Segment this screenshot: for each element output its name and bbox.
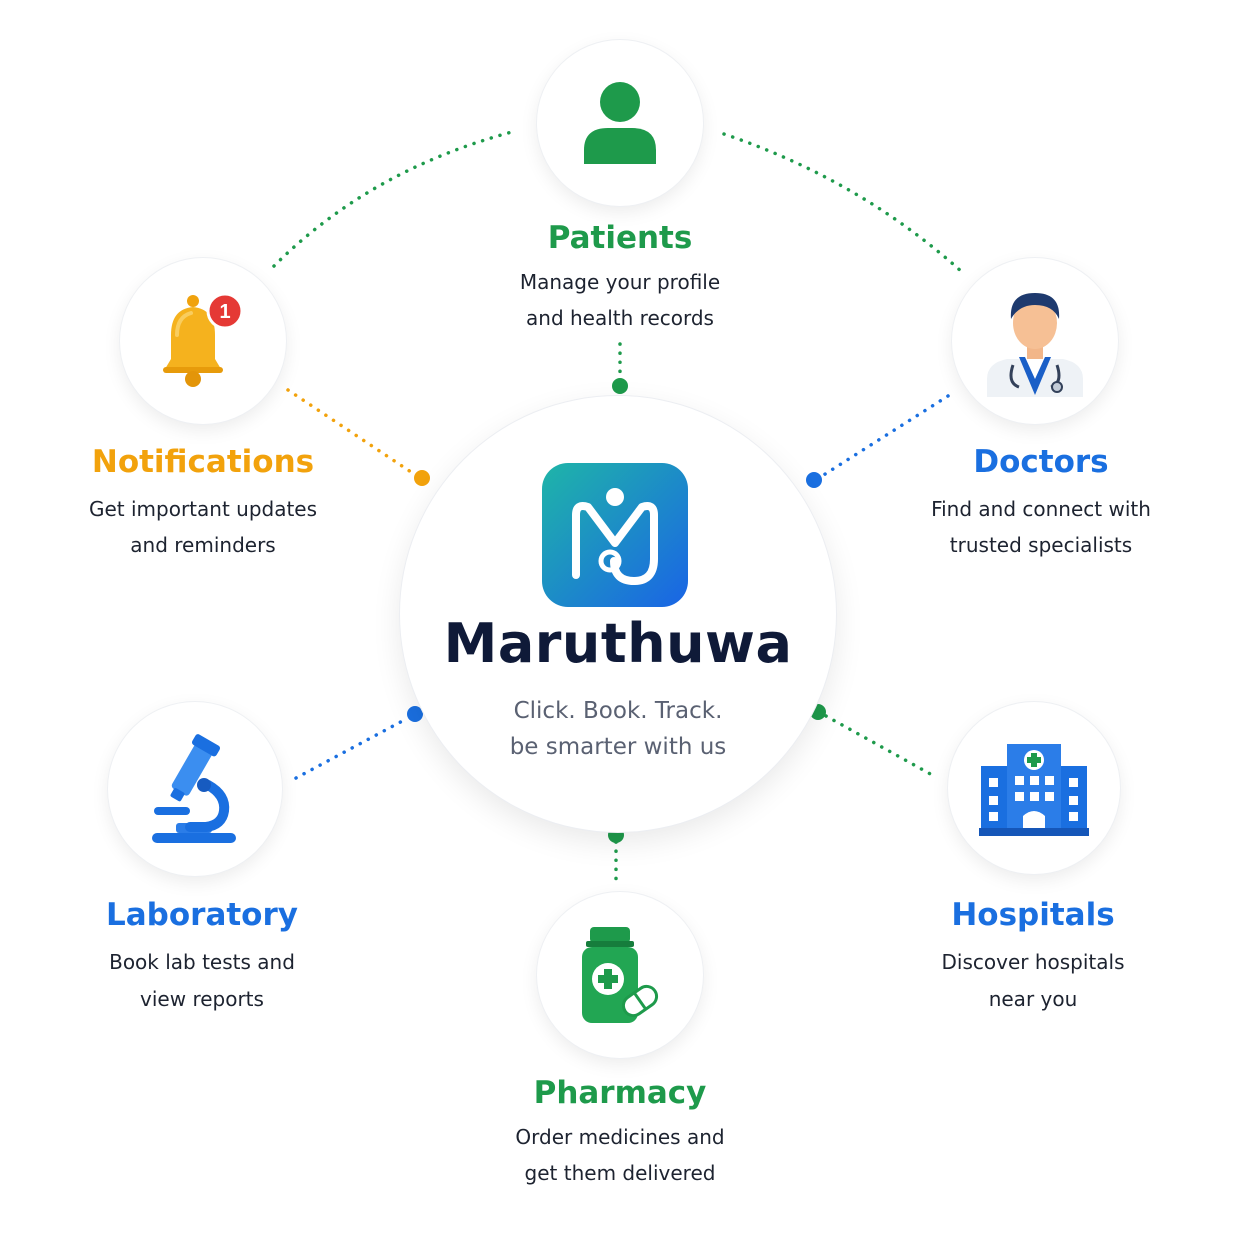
- notifications-title: Notifications: [91, 444, 315, 480]
- pharmacy-desc-line-1: Order medicines and: [515, 1125, 725, 1149]
- doctors-desc-line-1: Find and connect with: [931, 497, 1151, 521]
- doctors-desc-line-2: trusted specialists: [949, 533, 1133, 557]
- pharmacy-title: Pharmacy: [533, 1075, 707, 1111]
- notifications-desc-line-1: Get important updates: [88, 497, 318, 521]
- notification-badge-count: 1: [219, 301, 230, 323]
- hospitals-icon-circle[interactable]: [948, 702, 1120, 874]
- connector-dot-laboratory: [407, 706, 423, 722]
- laboratory-icon-circle[interactable]: [108, 702, 282, 876]
- connector-laboratory: [294, 716, 410, 780]
- connector-dot-patients: [612, 378, 628, 394]
- maruthuwa-logo-icon: [542, 463, 688, 607]
- hospitals-desc-line-2: near you: [988, 987, 1078, 1011]
- laboratory-title: Laboratory: [106, 897, 298, 933]
- connector-arc-right: [722, 132, 964, 274]
- doctors-title: Doctors: [973, 444, 1109, 480]
- hospitals-desc-line-1: Discover hospitals: [941, 950, 1125, 974]
- notification-badge: [206, 292, 244, 330]
- microscope-icon: [152, 734, 236, 843]
- doctor-icon: [987, 293, 1083, 397]
- hospital-icon: [979, 744, 1089, 836]
- notifications-icon-circle[interactable]: 1: [120, 258, 286, 424]
- connector-dot-notifications: [414, 470, 430, 486]
- connector-doctors: [820, 394, 950, 478]
- patients-desc-line-1: Manage your profile: [519, 270, 721, 294]
- tagline-line-1: Click. Book. Track.: [513, 698, 723, 724]
- tagline-line-2: be smarter with us: [509, 734, 727, 760]
- pharmacy-desc-line-2: get them delivered: [524, 1161, 716, 1185]
- patients-title: Patients: [547, 220, 693, 256]
- medicine-bottle-icon: [582, 927, 659, 1023]
- connector-dot-doctors: [806, 472, 822, 488]
- laboratory-desc-line-2: view reports: [140, 987, 264, 1011]
- hospitals-title: Hospitals: [951, 897, 1115, 933]
- pharmacy-icon-circle[interactable]: [537, 892, 703, 1058]
- notifications-desc-line-2: and reminders: [130, 533, 276, 557]
- connector-notifications: [286, 388, 416, 476]
- bell-icon: 1: [163, 292, 244, 387]
- person-icon: [584, 82, 656, 164]
- patients-icon-circle[interactable]: [537, 40, 703, 206]
- laboratory-desc-line-1: Book lab tests and: [109, 950, 295, 974]
- connector-hospitals: [824, 714, 936, 778]
- connector-arc-left: [272, 130, 514, 268]
- app-name: Maruthuwa: [443, 612, 793, 675]
- doctors-icon-circle[interactable]: [952, 258, 1118, 424]
- patients-desc-line-2: and health records: [526, 306, 714, 330]
